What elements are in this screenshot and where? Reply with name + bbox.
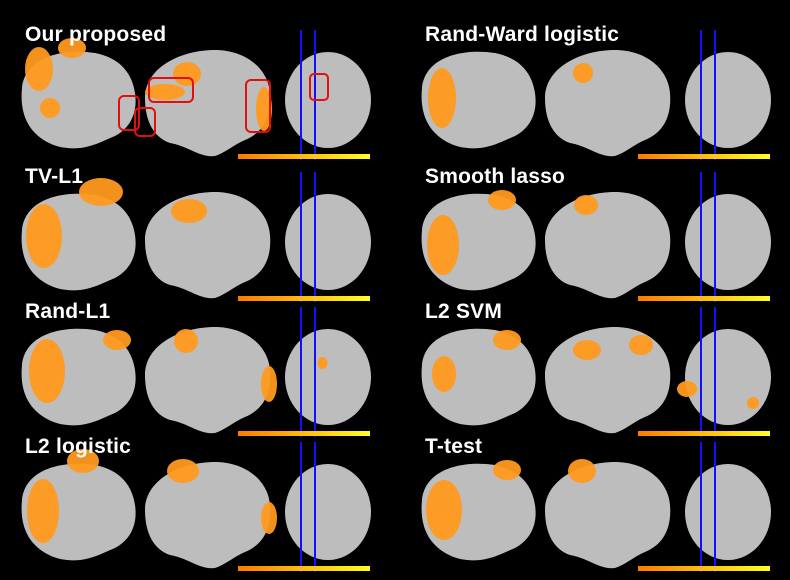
highlight-box [148,77,194,103]
panel-title: L2 logistic [25,435,132,458]
activation-blob [58,38,86,58]
panel-title: Smooth lasso [425,165,566,188]
panel-l2-svm: L2 SVM [420,300,785,441]
colorbar [238,431,370,436]
activation-blob [568,459,596,483]
panel-tv-l1: TV-L1 [20,165,385,306]
brain-slice-coronal [685,464,771,560]
activation-blob [103,330,131,350]
colorbar [638,154,770,159]
brain-slices [421,30,771,160]
activation-blob [427,215,459,275]
brain-slices [421,442,771,572]
panel-title: Our proposed [25,23,167,46]
brain-slice-sagittal-medial [145,192,271,299]
activation-blob [261,366,277,402]
activation-blob [677,381,697,397]
brain-slices [421,172,771,302]
colorbar [638,566,770,571]
panel-t-test: T-test [420,435,785,576]
colorbar [638,296,770,301]
activation-blob [493,460,521,480]
activation-blob [317,357,328,369]
activation-blob [488,190,516,210]
panel-title: Rand-Ward logistic [425,23,620,46]
activation-blob [40,98,60,118]
activation-blob [261,502,277,534]
brain-slice-sagittal-lateral [421,328,536,426]
brain-slice-coronal [685,194,771,290]
activation-blob [145,84,185,100]
colorbar [638,431,770,436]
colorbar [238,154,370,159]
colorbar [238,296,370,301]
panel-rand-l1: Rand-L1 [20,300,385,441]
panel-title: Rand-L1 [25,300,111,323]
activation-blob [428,68,456,128]
highlight-box [118,95,140,131]
highlight-box [134,107,156,137]
brain-slice-sagittal-medial [545,462,671,569]
activation-blob [256,87,272,131]
brain-slice-coronal [685,52,771,148]
brain-slices [21,172,371,302]
activation-blob [747,397,759,409]
brain-slice-coronal [285,464,371,560]
brain-slice-sagittal-medial [145,50,271,157]
activation-blob [67,449,99,473]
activation-blob [426,480,462,540]
brain-slices [21,442,371,572]
activation-blob [26,204,62,268]
activation-blob [573,340,601,360]
activation-blob [79,178,123,206]
highlight-box [309,73,329,101]
panel-smooth-lasso: Smooth lasso [420,165,785,306]
brain-slice-coronal [685,329,771,425]
activation-blob [573,63,593,83]
panel-title: TV-L1 [25,165,84,188]
activation-blob [174,329,198,353]
panel-l2-logistic: L2 logistic [20,435,385,576]
panel-title: L2 SVM [425,300,503,323]
brain-slice-sagittal-medial [145,327,271,434]
panel-our-proposed: Our proposed [20,23,385,164]
brain-slice-sagittal-medial [545,192,671,299]
brain-slice-coronal [285,329,371,425]
activation-blob [629,335,653,355]
brain-slice-sagittal-medial [545,50,671,157]
activation-blob [25,47,53,91]
brain-slice-sagittal-medial [145,462,271,569]
activation-blob [27,479,59,543]
brain-slices [21,30,371,160]
panel-title: T-test [425,435,483,458]
activation-blob [29,339,65,403]
activation-blob [432,356,456,392]
activation-blob [493,330,521,350]
brain-slices [421,307,771,437]
activation-blob [173,62,201,86]
activation-blob [574,195,598,215]
brain-slice-coronal [285,52,371,148]
activation-blob [167,459,199,483]
brain-slice-coronal [285,194,371,290]
highlight-box [245,79,271,133]
colorbar [238,566,370,571]
panel-rand-ward-logistic: Rand-Ward logistic [420,23,785,164]
activation-blob [171,199,207,223]
brain-slices [21,307,371,437]
